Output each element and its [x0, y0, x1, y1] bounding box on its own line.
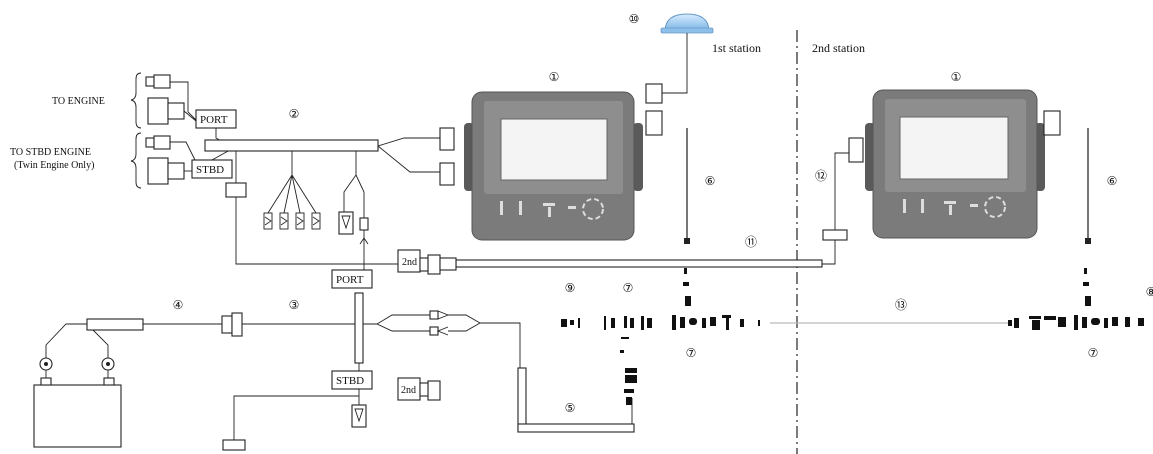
display-unit-1 [464, 91, 643, 241]
t-connector-group-2 [1008, 268, 1144, 330]
callout-3: ③ [289, 298, 300, 312]
second-b-plug-cap [419, 382, 429, 397]
gps-connector [645, 83, 663, 104]
stbd-engine-connectors [145, 135, 197, 185]
second-a-plug [427, 254, 441, 275]
backbone-11-end-plug [439, 257, 457, 271]
port-box-mid [331, 269, 373, 289]
backbone-cable-11 [455, 259, 823, 268]
callout-13: ⑬ [895, 298, 907, 312]
hub-backbone-plug [225, 182, 247, 198]
callout-5: ⑤ [565, 401, 576, 415]
hub-to-2nd-wire [235, 197, 398, 265]
callout-6a: ⑥ [705, 174, 716, 188]
port-box-top-label: PORT [200, 114, 228, 126]
junction-12-wire [834, 152, 851, 230]
callout-9: ⑨ [565, 281, 576, 295]
second-a-plug-cap [419, 257, 429, 272]
twin-engine-only-label: (Twin Engine Only) [14, 160, 94, 171]
drop-cable-5 [480, 322, 633, 429]
callout-12: ⑫ [815, 169, 827, 183]
hub-output-connector-2 [439, 162, 455, 186]
callout-7c: ⑦ [1088, 346, 1099, 360]
gps-antenna-icon [660, 13, 714, 34]
junction-12 [822, 229, 848, 241]
stbd-box-top-label: STBD [196, 164, 224, 176]
stbd-drop-arrow [354, 408, 364, 423]
hub-output-connector-1 [439, 127, 455, 151]
callout-7b: ⑦ [686, 346, 697, 360]
port-engine-connectors [145, 74, 197, 125]
y-split-merge [448, 314, 481, 332]
callout-10: ⑩ [629, 12, 640, 26]
power-bottom-plug [222, 439, 246, 451]
y-split-tip-a [429, 310, 439, 320]
callout-1a: ① [549, 70, 560, 84]
stbd-to-hub-wire [211, 149, 231, 161]
vhf-mast-1-base [684, 238, 690, 244]
junction-12-connector [848, 137, 864, 163]
display-unit-2 [865, 89, 1045, 239]
display2-side-connector [1043, 110, 1061, 136]
display1-buttons [500, 198, 604, 220]
callout-6b: ⑥ [1107, 174, 1118, 188]
stbd-drop-plug [351, 404, 367, 428]
hub-output-wires [377, 137, 440, 173]
second-station-label: 2nd station [812, 41, 865, 55]
callout-8: ⑧ [1146, 285, 1153, 299]
callout-7a: ⑦ [623, 281, 634, 295]
display2-link-12 [822, 240, 836, 265]
drop-cable-5-run [517, 423, 635, 433]
stbd-box-mid-label: STBD [336, 375, 364, 387]
to-stbd-engine-brace [130, 132, 142, 189]
to-stbd-engine-label: TO STBD ENGINE [10, 147, 91, 158]
hub-drop-branch [338, 151, 369, 270]
power-bottom-wire [233, 395, 359, 440]
second-b-plug [427, 380, 441, 401]
power-cable-plug-cap [231, 312, 243, 337]
t-connector-group-1 [561, 268, 760, 405]
first-station-label: 1st station [712, 41, 761, 55]
y-split-arrows [436, 310, 450, 336]
power-fuse-holder [86, 318, 144, 331]
callout-1b: ① [951, 70, 962, 84]
port-box-mid-label: PORT [336, 274, 364, 286]
second-box-a-label: 2nd [402, 257, 417, 268]
gps-cable [662, 33, 688, 94]
fuse-branches [263, 151, 321, 230]
callout-11: ⑪ [745, 235, 757, 249]
battery-icon [33, 357, 122, 448]
to-engine-brace [130, 72, 142, 129]
callout-4: ④ [173, 298, 184, 312]
drop-cable-5-sleeve [517, 367, 527, 431]
vhf-mast-2-base [1085, 238, 1091, 244]
power-cable-plug [221, 315, 233, 334]
to-engine-label: TO ENGINE [52, 96, 105, 107]
display2-buttons [903, 196, 1006, 218]
power-bar [354, 292, 364, 364]
engine-interface-hub [204, 139, 379, 152]
battery-leads [45, 323, 109, 358]
stbd-box-mid [331, 370, 373, 390]
callout-2: ② [289, 107, 300, 121]
y-splitter [363, 314, 430, 332]
second-box-b-label: 2nd [401, 385, 416, 396]
display1-side-connector [645, 110, 663, 136]
